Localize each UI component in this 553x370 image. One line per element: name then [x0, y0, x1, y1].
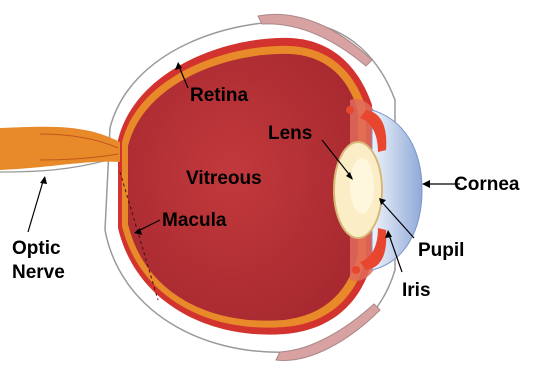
optic-nerve-arrowhead [40, 176, 47, 184]
cornea-arrowhead [422, 180, 430, 188]
iris-label: Iris [402, 280, 431, 301]
vitreous-label: Vitreous [186, 168, 262, 189]
optic-nerve-label-line1: Optic [12, 238, 61, 259]
lens-label: Lens [268, 123, 312, 144]
pupil-label: Pupil [418, 240, 464, 261]
iris-fleck [346, 106, 354, 114]
optic-nerve-label-line2: Nerve [12, 262, 65, 283]
retina-label: Retina [190, 85, 249, 106]
optic-nerve [0, 127, 120, 170]
lens-highlight [350, 158, 374, 214]
cornea-label: Cornea [454, 174, 520, 195]
macula-label: Macula [162, 210, 227, 231]
optic-nerve-pointer [28, 178, 44, 232]
iris-fleck [352, 266, 360, 274]
